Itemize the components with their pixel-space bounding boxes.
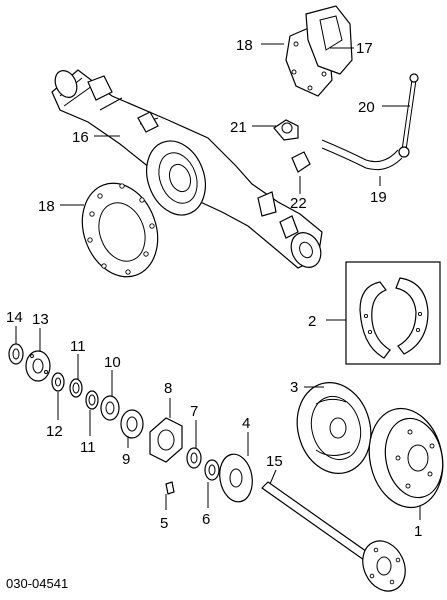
callout-7: 7 [190,403,198,420]
callout-3: 3 [290,379,298,396]
callout-8: 8 [164,380,172,397]
callout-9: 9 [122,451,130,468]
callout-4: 4 [242,415,250,432]
diagram-code: 030-04541 [6,576,68,591]
brake-drum [368,407,444,509]
callout-2: 2 [308,313,316,330]
axle-housing [51,69,323,269]
callout-17: 17 [356,40,373,57]
callout-5: 5 [160,515,168,532]
bearing-seal-stack [8,343,253,503]
callout-10: 10 [104,354,121,371]
callout-16: 16 [72,129,89,146]
leader-lines [15,43,421,520]
stabilizer-bar [321,73,419,171]
callout-14: 14 [6,309,23,326]
gasket-large [81,182,159,278]
gasket-upper [285,5,353,97]
callout-15: 15 [266,453,283,470]
bracket-bushing [273,119,311,173]
callout-11-lower: 11 [80,439,96,456]
callout-1: 1 [414,523,422,540]
callout-11-upper: 11 [70,338,86,355]
callout-13: 13 [32,311,49,328]
axle-shaft [261,481,406,592]
callout-18-upper: 18 [236,37,253,54]
callout-12: 12 [46,423,63,440]
callout-22: 22 [290,195,307,212]
callout-20: 20 [358,99,375,116]
callout-6: 6 [202,511,210,528]
callout-21: 21 [230,119,247,136]
backing-plate [296,382,372,474]
callout-18-left: 18 [38,198,55,215]
brake-shoes [359,277,429,359]
callout-19: 19 [370,189,387,206]
